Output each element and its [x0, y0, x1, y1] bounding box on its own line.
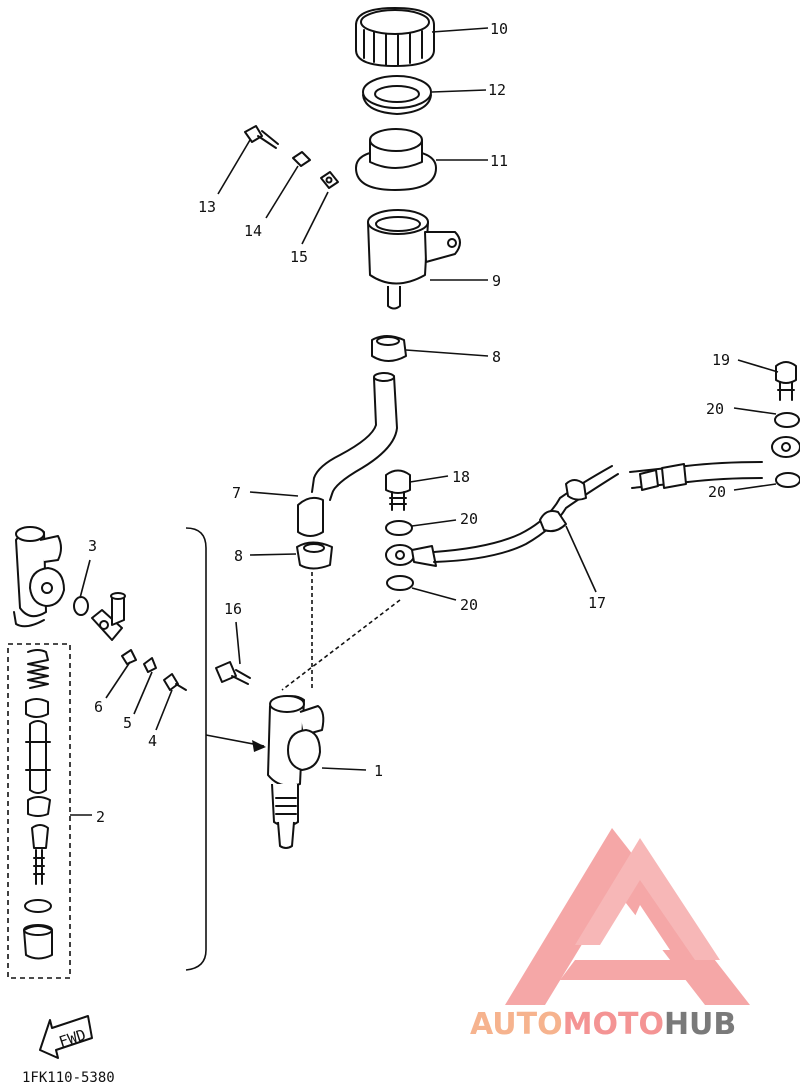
label-15: 15: [290, 248, 308, 266]
bracket: [185, 527, 207, 971]
part-15-nut: [320, 171, 339, 189]
assembly-line: [281, 599, 401, 691]
label-1: 1: [374, 762, 383, 780]
label-3: 3: [88, 537, 97, 555]
fwd-arrow-icon: FWD: [39, 1015, 93, 1059]
watermark-logo: [505, 828, 750, 1005]
label-11: 11: [490, 152, 508, 170]
part-5-nut: [143, 657, 157, 673]
part-20-washer: [385, 520, 413, 536]
part-hose-joint: [91, 592, 126, 641]
part-20-washer: [775, 472, 800, 488]
label-7: 7: [232, 484, 241, 502]
label-20-a: 20: [706, 400, 724, 418]
part-7-hose: [297, 372, 398, 537]
part-18-union-bolt: [385, 469, 411, 511]
part-12-diaphragm: [362, 75, 432, 115]
part-13-bolt: [244, 125, 279, 149]
label-2: 2: [96, 808, 105, 826]
label-18: 18: [452, 468, 470, 486]
bracket-arrowhead: [252, 740, 266, 752]
part-6-washer: [121, 649, 137, 665]
label-20-c: 20: [460, 596, 478, 614]
part-cylinder-body-left: [13, 526, 65, 628]
label-13: 13: [198, 198, 216, 216]
label-6: 6: [94, 698, 103, 716]
part-17-brake-hose: [385, 436, 800, 567]
label-14: 14: [244, 222, 262, 240]
part-8-clamp-upper: [371, 335, 407, 362]
watermark-auto: AUTO: [470, 1007, 563, 1042]
watermark-moto: MOTO: [563, 1007, 664, 1042]
label-19: 19: [712, 351, 730, 369]
part-9-reservoir: [367, 209, 461, 310]
label-8-lower: 8: [234, 547, 243, 565]
part-16-bleed-screw: [215, 661, 251, 685]
label-12: 12: [488, 81, 506, 99]
part-2-kit-box: [7, 643, 71, 979]
label-16: 16: [224, 600, 242, 618]
label-20-d: 20: [708, 483, 726, 501]
label-9: 9: [492, 272, 501, 290]
leader-lines: [70, 27, 779, 816]
part-4-bolt: [163, 673, 187, 691]
watermark-hub: HUB: [664, 1007, 736, 1042]
label-20-b: 20: [460, 510, 478, 528]
part-labels: 1 2 3 4 5 6 7 8 8 9 10 11 12 13 14 15 16…: [88, 20, 730, 826]
part-20-washer: [386, 575, 414, 591]
catalog-code: 1FK110-5380: [22, 1070, 115, 1085]
label-10: 10: [490, 20, 508, 38]
label-4: 4: [148, 732, 157, 750]
part-10-reservoir-cap: [355, 7, 435, 67]
watermark-text: AUTOMOTOHUB: [470, 1007, 736, 1042]
part-11-holder: [355, 128, 437, 191]
part-20-washer: [774, 412, 800, 428]
part-1-master-cylinder: [267, 695, 325, 849]
label-8-upper: 8: [492, 348, 501, 366]
part-19-union-bolt: [775, 361, 797, 401]
part-2-kit-internals: [23, 649, 53, 960]
label-5: 5: [123, 714, 132, 732]
label-17: 17: [588, 594, 606, 612]
part-3-o-ring: [73, 596, 89, 616]
part-8-clamp-lower: [296, 541, 333, 570]
part-14-washer: [292, 151, 311, 167]
